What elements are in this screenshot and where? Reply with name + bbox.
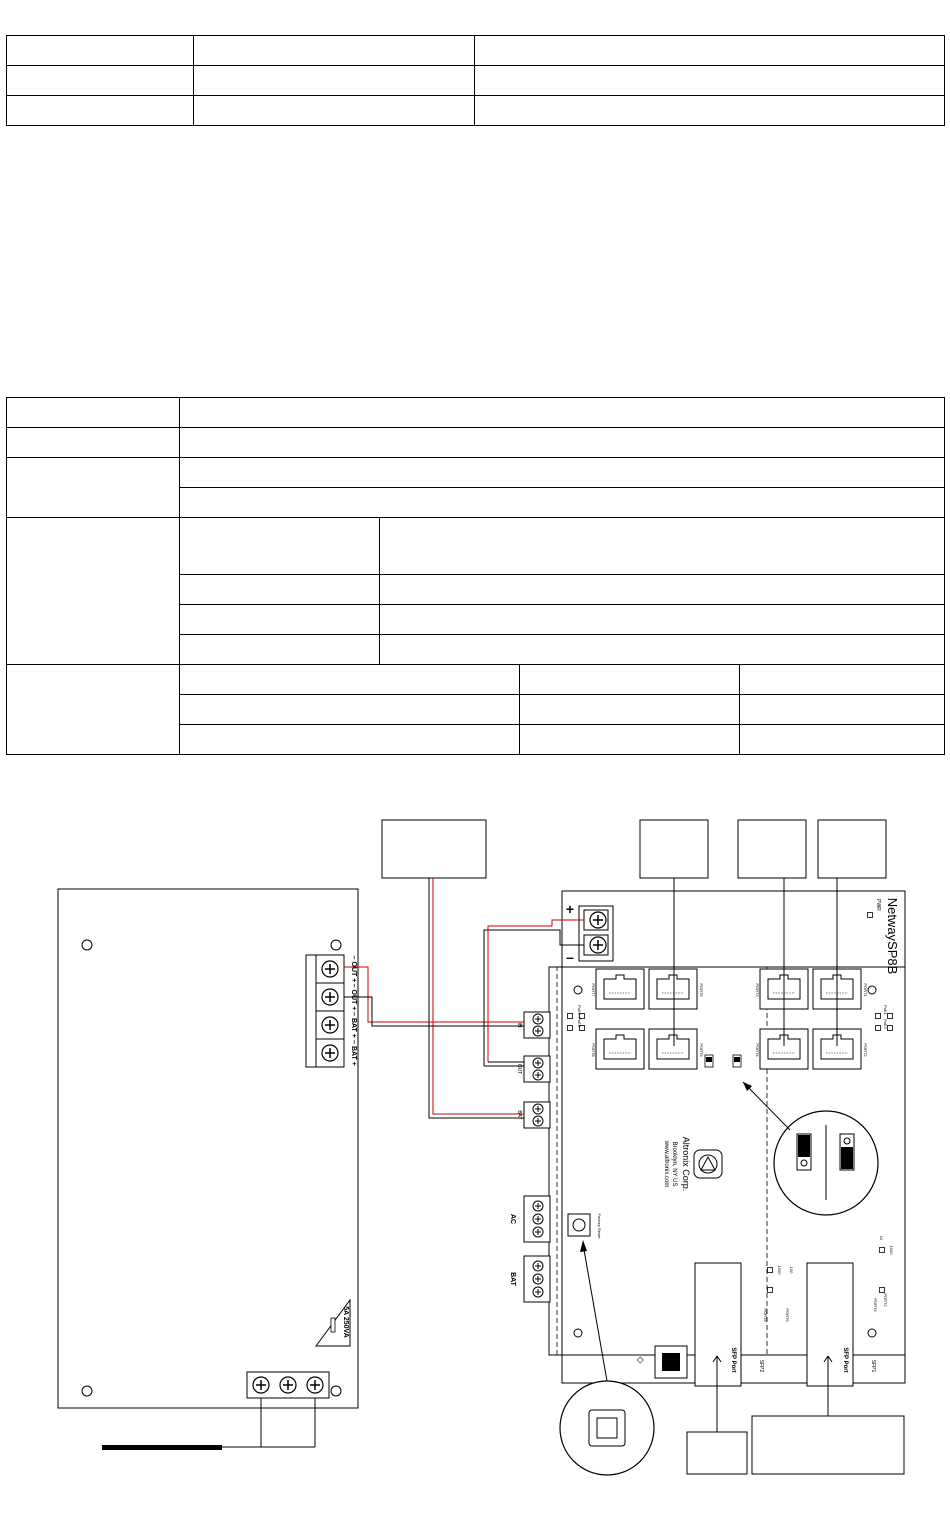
table-row xyxy=(6,427,946,458)
svg-text:100: 100 xyxy=(789,1267,794,1274)
output-terminal-2 xyxy=(523,1055,551,1083)
table-row xyxy=(6,397,946,428)
table-row xyxy=(7,694,945,725)
svg-text:1000: 1000 xyxy=(777,1266,782,1276)
table-row xyxy=(7,634,946,665)
svg-text:PORT2: PORT2 xyxy=(883,1293,888,1307)
svg-text:PORT2: PORT2 xyxy=(863,1043,868,1057)
svg-text:PWR: PWR xyxy=(875,899,881,911)
svg-text:SFP Port: SFP Port xyxy=(730,1347,736,1372)
table-row xyxy=(6,95,945,126)
device-box-3 xyxy=(817,819,887,879)
svg-text:PoE1: PoE1 xyxy=(883,1005,888,1016)
svg-text:PORT4: PORT4 xyxy=(873,1298,878,1312)
power-source-box xyxy=(381,819,487,879)
svg-text:◇: ◇ xyxy=(636,1357,646,1364)
psu-terminal-label: – BAT + xyxy=(350,1012,357,1038)
device-box-1 xyxy=(639,819,709,879)
sfp-device-box-1 xyxy=(686,1431,748,1475)
device-box-2 xyxy=(737,819,807,879)
ac-input-terminal xyxy=(246,1371,330,1399)
table-row xyxy=(7,724,945,755)
board-power-terminal: + – xyxy=(566,901,614,965)
table-row xyxy=(6,517,946,665)
wiring-diagram: – OUT + – OUT + – BAT + – BAT + 5A 250VA… xyxy=(57,819,906,1476)
svg-text:PoE2: PoE2 xyxy=(883,1019,888,1030)
sfp-port-2[interactable] xyxy=(694,1262,742,1387)
altronix-logo-icon xyxy=(693,1149,723,1179)
board-name: NetwaySP8B xyxy=(885,898,900,975)
svg-text:+: + xyxy=(566,901,574,917)
svg-text:PORT4: PORT4 xyxy=(755,1043,760,1057)
usb-port[interactable] xyxy=(654,1345,688,1379)
svg-text:PORT7: PORT7 xyxy=(591,983,596,997)
svg-text:–: – xyxy=(566,949,574,965)
svg-text:PoE6: PoE6 xyxy=(577,1017,582,1028)
bat-relay-terminal: BAT xyxy=(509,1255,551,1303)
table-row xyxy=(6,664,945,755)
rj45-port[interactable] xyxy=(595,1028,645,1070)
jumper-detail-callout xyxy=(742,1081,879,1216)
svg-text:1000: 1000 xyxy=(889,1246,894,1256)
factory-reset-button[interactable] xyxy=(567,1213,591,1237)
svg-text:OUT: OUT xyxy=(516,1064,522,1075)
rj45-port[interactable] xyxy=(595,968,645,1010)
psu-terminal-label: – OUT + xyxy=(350,956,357,983)
table-row xyxy=(6,35,945,66)
output-terminal-1 xyxy=(523,1011,551,1039)
svg-text:SFP2: SFP2 xyxy=(758,1360,764,1373)
svg-text:10: 10 xyxy=(879,1236,884,1241)
svg-text:PORT6: PORT6 xyxy=(699,1043,704,1057)
reset-detail-callout xyxy=(559,1240,655,1476)
svg-text:PORT8: PORT8 xyxy=(591,1043,596,1057)
svg-text:IN: IN xyxy=(516,1023,522,1028)
svg-text:5A 250VA: 5A 250VA xyxy=(342,1306,349,1338)
svg-text:SFP Port: SFP Port xyxy=(842,1347,848,1372)
svg-text:PORT5: PORT5 xyxy=(699,983,704,997)
table-row xyxy=(6,65,945,96)
svg-text:PORT6: PORT6 xyxy=(785,1308,790,1322)
svg-text:PoE5: PoE5 xyxy=(577,1005,582,1016)
sfp-device-box-2 xyxy=(751,1415,905,1475)
fuse-warning-icon: 5A 250VA xyxy=(315,1298,351,1347)
ac-relay-terminal: AC xyxy=(509,1195,551,1243)
sfp-port-1[interactable] xyxy=(806,1262,854,1387)
svg-text:SFP1: SFP1 xyxy=(870,1360,876,1373)
svg-text:Brooklyn, NY US: Brooklyn, NY US xyxy=(671,1142,677,1187)
psu-terminal-label: – BAT + xyxy=(350,1040,357,1066)
rj45-port[interactable] xyxy=(648,1028,698,1070)
svg-text:Altronix Corp.: Altronix Corp. xyxy=(681,1137,691,1192)
svg-text:BAT: BAT xyxy=(516,1110,522,1119)
poe-zone-left xyxy=(556,966,768,1356)
table-row xyxy=(6,457,946,518)
svg-text:PORT1: PORT1 xyxy=(863,983,868,997)
input-terminal xyxy=(523,1101,551,1129)
power-wiring xyxy=(344,878,584,1119)
rj45-port[interactable] xyxy=(648,968,698,1010)
svg-text:www.altronix.com: www.altronix.com xyxy=(663,1140,669,1188)
psu-terminal-strip: – OUT + – OUT + – BAT + – BAT + xyxy=(305,954,357,1068)
svg-text:AC: AC xyxy=(509,1214,516,1224)
svg-text:PORT3: PORT3 xyxy=(755,983,760,997)
header-table xyxy=(6,35,945,126)
svg-text:Factory Reset: Factory Reset xyxy=(597,1214,602,1240)
svg-text:PORT8: PORT8 xyxy=(763,1308,768,1322)
spec-table xyxy=(6,397,946,755)
ac-power-cord xyxy=(102,1445,222,1450)
svg-text:BAT: BAT xyxy=(509,1272,516,1287)
